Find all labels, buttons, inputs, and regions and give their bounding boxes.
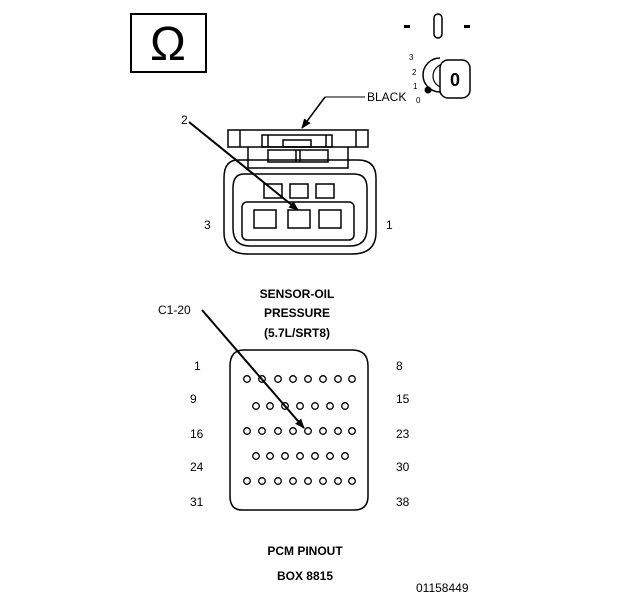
pcm-pin-27 [296, 452, 304, 460]
sensor-title-line2: PRESSURE [264, 306, 330, 320]
pcm-pin-5 [304, 375, 312, 383]
pcm-pin-17 [258, 427, 266, 435]
pcm-pin-23 [348, 427, 356, 435]
sensor-title-line1: SENSOR-OIL [260, 287, 335, 301]
figure-id: 01158449 [416, 581, 469, 595]
pcm-row1-right: 8 [396, 359, 403, 373]
pcm-title-line1: PCM PINOUT [267, 544, 343, 558]
pcm-pin-4 [289, 375, 297, 383]
pcm-pin-grid [243, 375, 356, 485]
pcm-row1-left: 1 [194, 359, 201, 373]
pcm-pin-24 [252, 452, 260, 460]
pcm-pin-31 [243, 477, 251, 485]
switch-position-2: 2 [412, 68, 417, 77]
wire-color-label: BLACK [367, 90, 406, 104]
pcm-row4-left: 24 [190, 460, 204, 474]
pcm-pin-28 [311, 452, 319, 460]
pcm-row5-right: 38 [396, 495, 410, 509]
pcm-row3-right: 23 [396, 427, 410, 441]
pcm-row2-right: 15 [396, 392, 410, 406]
pcm-pin-15 [341, 402, 349, 410]
pcm-pin-14 [326, 402, 334, 410]
sensor-pin-right-label: 1 [386, 218, 393, 232]
sensor-connector [223, 129, 377, 255]
pcm-pin-21 [319, 427, 327, 435]
pcm-pin-10 [266, 402, 274, 410]
key-label: 0 [450, 70, 460, 90]
ohmmeter-symbol: Ω [130, 13, 207, 73]
pcm-pin-22 [334, 427, 342, 435]
pcm-pin-33 [274, 477, 282, 485]
pcm-pin-19 [289, 427, 297, 435]
pcm-pin-37 [334, 477, 342, 485]
pcm-pin-18 [274, 427, 282, 435]
ignition-switch-icon: 0 3 2 1 0 [404, 13, 471, 105]
pcm-row3-left: 16 [190, 427, 204, 441]
pcm-pin-6 [319, 375, 327, 383]
pcm-pin-38 [348, 477, 356, 485]
pcm-pin-29 [326, 452, 334, 460]
sensor-pointer-label: 2 [181, 113, 188, 127]
pcm-pin-20 [304, 427, 312, 435]
pcm-pin-1 [243, 375, 251, 383]
pcm-row2-left: 9 [190, 392, 197, 406]
pcm-pin-13 [311, 402, 319, 410]
pcm-pin-30 [341, 452, 349, 460]
pcm-pin-36 [319, 477, 327, 485]
pcm-pin-2 [258, 375, 266, 383]
pcm-pin-34 [289, 477, 297, 485]
pcm-pointer-label: C1-20 [158, 303, 191, 317]
pcm-title-line2: BOX 8815 [277, 569, 333, 583]
pcm-row4-right: 30 [396, 460, 410, 474]
pcm-pin-11 [281, 402, 289, 410]
sensor-title-line3: (5.7L/SRT8) [264, 326, 330, 340]
pcm-pin-9 [252, 402, 260, 410]
pcm-connector-body [229, 349, 369, 511]
pcm-pin-7 [334, 375, 342, 383]
switch-position-1: 1 [413, 82, 418, 91]
pcm-pin-8 [348, 375, 356, 383]
pcm-pin-25 [266, 452, 274, 460]
pcm-pin-35 [304, 477, 312, 485]
pcm-pin-12 [296, 402, 304, 410]
switch-position-0: 0 [416, 96, 421, 105]
pcm-pin-16 [243, 427, 251, 435]
ohm-icon: Ω [150, 18, 186, 71]
pcm-pin-3 [274, 375, 282, 383]
pcm-pin-26 [281, 452, 289, 460]
pcm-pin-32 [258, 477, 266, 485]
sensor-pin-left-label: 3 [204, 218, 211, 232]
switch-position-3: 3 [409, 53, 414, 62]
pcm-row5-left: 31 [190, 495, 204, 509]
